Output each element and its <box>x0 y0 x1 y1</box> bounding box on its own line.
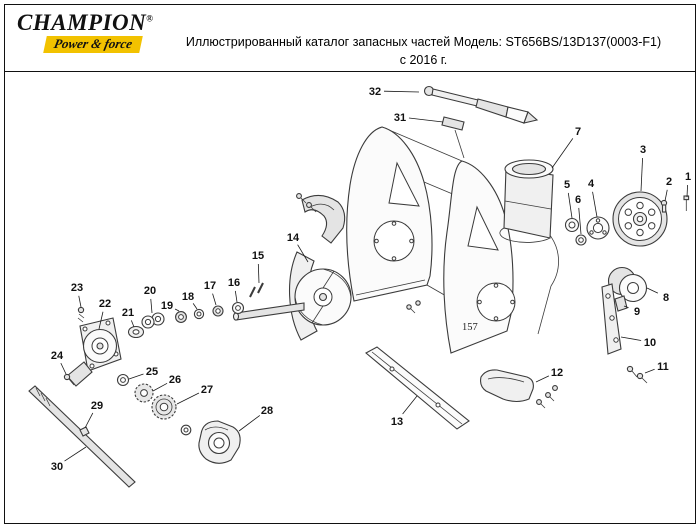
header: CHAMPION® Power & force Иллюстрированный… <box>5 5 695 72</box>
callout-leader-11 <box>644 368 655 374</box>
callout-leader-4 <box>592 191 598 218</box>
callout-number-16: 16 <box>228 277 240 289</box>
housing-part-number: 157 <box>462 322 478 333</box>
callout-leader-19 <box>174 308 180 312</box>
callout-leader-3 <box>640 157 643 192</box>
callout-number-18: 18 <box>182 291 194 303</box>
gear-set-25-27 <box>116 373 192 436</box>
fastener-1 <box>683 195 690 211</box>
callout-leader-30 <box>64 446 87 462</box>
pulley-wheel-3 <box>612 191 668 247</box>
callout-leader-32 <box>383 90 420 93</box>
callout-number-23: 23 <box>71 282 83 294</box>
axle-shaft-29-30 <box>28 385 136 488</box>
fasteners-11 <box>626 365 648 384</box>
skid-bracket-12 <box>480 369 558 409</box>
logo-tagline: Power & force <box>43 36 143 54</box>
callout-leader-17 <box>212 293 217 306</box>
catalog-title-line2: с 2016 г. <box>399 53 448 68</box>
logo-brand-name: CHAMPION <box>17 10 147 35</box>
callout-number-13: 13 <box>391 416 403 428</box>
callout-number-26: 26 <box>169 374 181 386</box>
logo-brand-text: CHAMPION® <box>17 10 167 35</box>
auger-shaft <box>232 302 305 321</box>
callout-leader-10 <box>620 336 642 341</box>
callout-leader-23 <box>78 295 82 308</box>
callout-number-5: 5 <box>564 179 570 191</box>
callout-number-29: 29 <box>91 400 103 412</box>
callout-number-20: 20 <box>144 285 156 297</box>
gearbox-22 <box>66 317 122 387</box>
callout-number-3: 3 <box>640 144 646 156</box>
callout-leader-15 <box>257 263 260 284</box>
callout-leader-1 <box>686 184 688 198</box>
callout-leader-12 <box>535 375 550 383</box>
callout-number-25: 25 <box>146 366 158 378</box>
page-border <box>4 4 696 524</box>
callout-number-7: 7 <box>575 126 581 138</box>
callout-number-17: 17 <box>204 280 216 292</box>
callout-number-21: 21 <box>122 307 134 319</box>
callout-leader-8 <box>646 287 659 294</box>
callout-number-1: 1 <box>685 171 691 183</box>
callout-leader-28 <box>238 415 261 432</box>
fastener-2 <box>660 199 668 213</box>
auger-impeller-14 <box>289 194 352 341</box>
double-pulley-8 <box>607 266 648 303</box>
callout-leader-26 <box>152 382 168 392</box>
callout-leader-20 <box>150 298 153 314</box>
callout-number-22: 22 <box>99 298 111 310</box>
callout-leader-5 <box>567 192 573 219</box>
callout-number-6: 6 <box>575 194 581 206</box>
callout-leader-29 <box>84 412 94 429</box>
callout-number-4: 4 <box>588 178 595 190</box>
fastener-24 <box>63 373 75 386</box>
catalog-title: Иллюстрированный каталог запасных частей… <box>160 33 687 69</box>
shaft-hardware-15-21 <box>127 282 264 339</box>
fastener-23 <box>77 306 85 323</box>
callout-leader-21 <box>130 320 135 328</box>
scraper-bar-13 <box>365 346 470 430</box>
callout-leader-24 <box>60 362 67 375</box>
callout-number-27: 27 <box>201 384 213 396</box>
catalog-title-line1: Иллюстрированный каталог запасных частей… <box>185 35 662 49</box>
callout-number-19: 19 <box>161 300 173 312</box>
callout-leader-31 <box>408 117 444 123</box>
logo-registered-mark: ® <box>146 13 154 24</box>
callout-number-24: 24 <box>51 350 64 362</box>
callout-number-32: 32 <box>369 86 381 98</box>
callout-leader-18 <box>192 303 198 310</box>
callout-number-2: 2 <box>666 176 672 188</box>
misc-screws <box>296 193 421 314</box>
callout-number-14: 14 <box>287 232 300 244</box>
callout-leader-22 <box>98 311 104 330</box>
shaft-bolt-32 <box>423 85 539 124</box>
callout-number-10: 10 <box>644 337 656 349</box>
callout-leader-2 <box>664 189 668 202</box>
callout-leader-27 <box>176 392 200 405</box>
bearing-housing-28 <box>198 420 241 464</box>
callout-leader-25 <box>128 373 144 380</box>
callout-number-8: 8 <box>663 292 669 304</box>
callout-leader-13 <box>402 395 418 415</box>
champion-logo: CHAMPION® Power & force <box>17 10 167 54</box>
callout-leader-6 <box>578 207 582 235</box>
callout-number-15: 15 <box>252 250 264 262</box>
discharge-chute-7 <box>499 159 554 243</box>
callout-number-30: 30 <box>51 461 63 473</box>
callout-leader-14 <box>297 244 309 263</box>
callout-leader-9 <box>623 305 629 309</box>
callout-leader-7 <box>551 138 574 169</box>
support-strap-9-10 <box>601 283 628 355</box>
bearing-flange-4-5-6 <box>564 216 610 246</box>
callout-number-11: 11 <box>657 361 669 373</box>
callout-leader-16 <box>234 290 238 303</box>
callout-number-9: 9 <box>634 306 640 318</box>
callout-number-31: 31 <box>394 112 406 124</box>
callout-number-28: 28 <box>261 405 273 417</box>
callout-number-12: 12 <box>551 367 563 379</box>
